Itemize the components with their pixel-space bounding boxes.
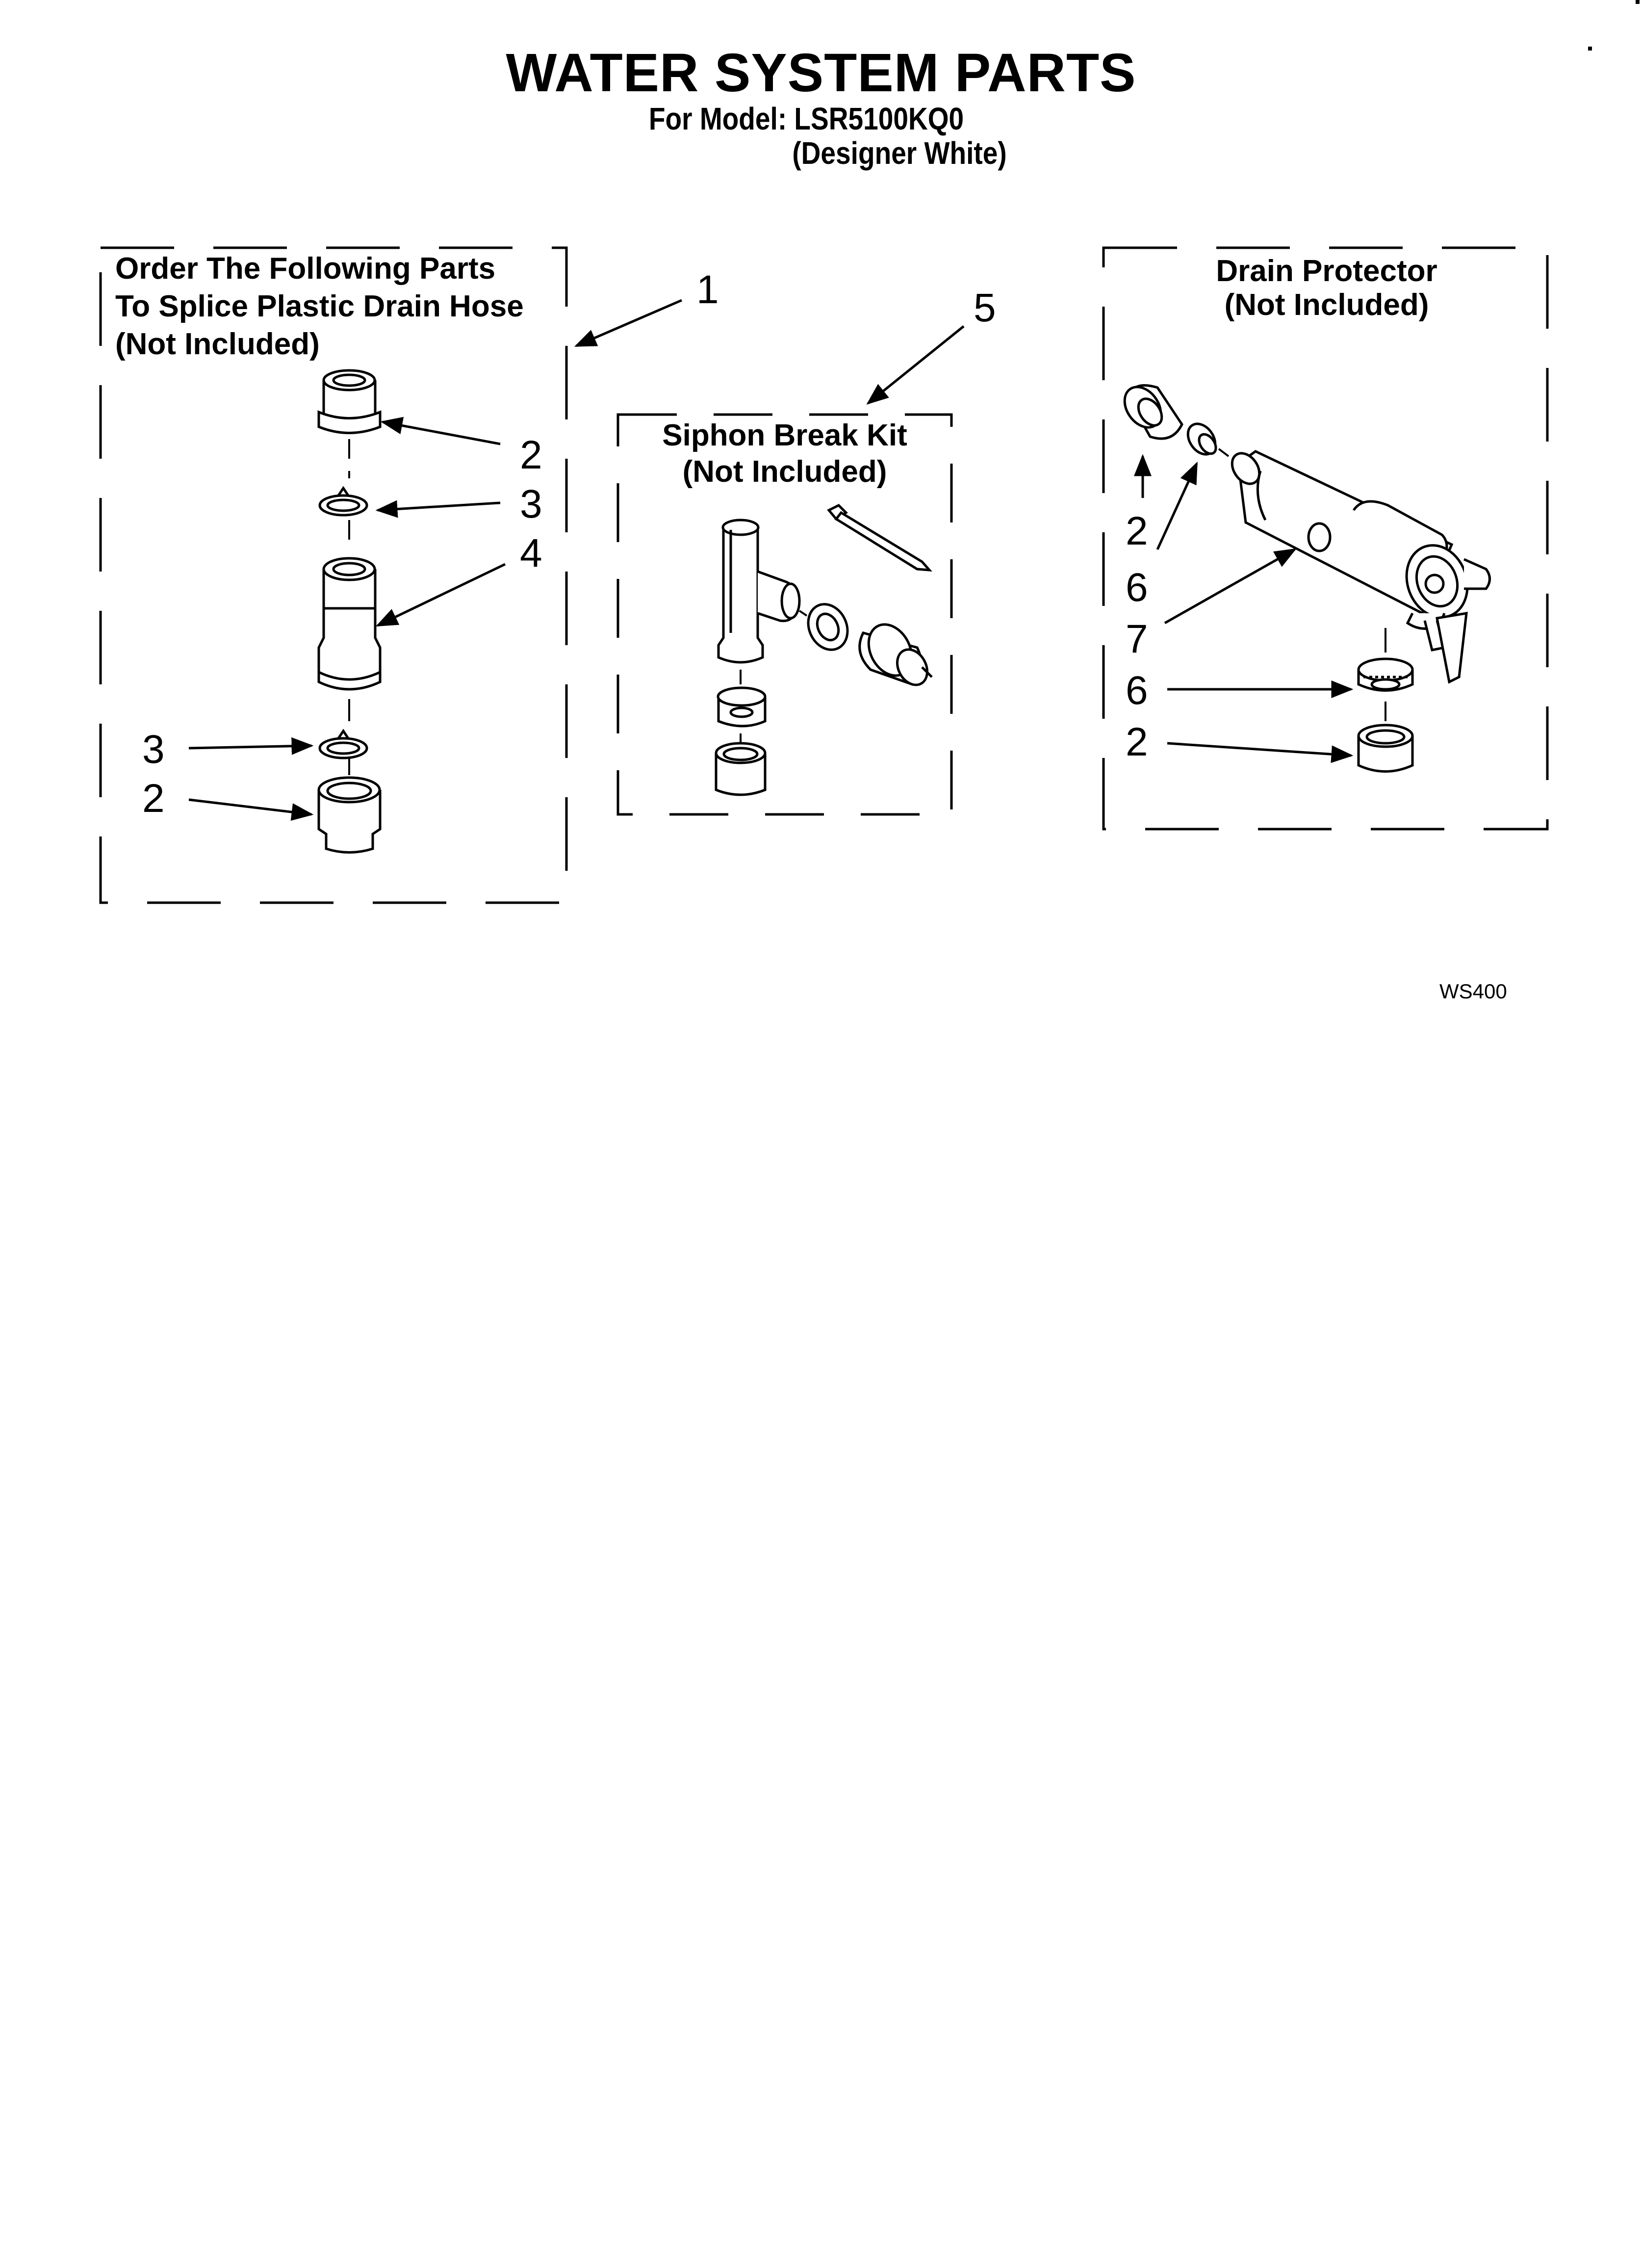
- drain-coupling-bottom: [1357, 724, 1414, 773]
- leader-2-coupling: [380, 417, 501, 445]
- drain-clamp-lower: [1357, 657, 1414, 692]
- leader-drain-6-top: [1156, 461, 1198, 550]
- leader-3-clamp: [375, 500, 501, 518]
- leader-drain-2-lower: [1167, 742, 1354, 763]
- diagram-code: WS400: [1439, 980, 1507, 1003]
- callout-drain-2-top: 2: [1126, 509, 1148, 553]
- callout-5: 5: [974, 286, 996, 330]
- siphon-axis: [740, 610, 808, 743]
- hose-coupling-top: [317, 369, 382, 434]
- siphon-coupling: [858, 623, 933, 686]
- leader-4-connector: [375, 563, 506, 627]
- barbed-connector: [317, 557, 382, 691]
- callout-2-coupling-lower: 2: [142, 776, 165, 821]
- splice-part-illustrations: [317, 369, 382, 854]
- splice-title-line-3: (Not Included): [115, 327, 320, 361]
- leader-3-clamp-lower: [188, 737, 314, 755]
- siphon-clamp: [717, 686, 767, 728]
- siphon-title-line-2: (Not Included): [683, 455, 887, 489]
- siphon-kit-group: [616, 413, 953, 816]
- drain-dashed-frame: [1102, 246, 1549, 831]
- leader-2-coupling-lower: [188, 798, 314, 821]
- corner-mark-top: [1636, 0, 1640, 4]
- drain-title-line-2: (Not Included): [1225, 288, 1429, 322]
- siphon-title-line-1: Siphon Break Kit: [662, 418, 907, 452]
- drain-part-illustrations: [1123, 384, 1491, 773]
- model-number: For Model: LSR5100KQ0: [648, 101, 964, 136]
- hose-clamp-lower: [318, 729, 368, 759]
- splice-title-line-1: Order The Following Parts: [115, 252, 495, 286]
- drain-title-line-1: Drain Protector: [1216, 254, 1437, 288]
- model-variant: (Designer White): [792, 135, 1007, 171]
- page-title: WATER SYSTEM PARTS: [506, 43, 1136, 103]
- callout-drain-6-top: 6: [1126, 565, 1148, 610]
- callout-drain-6-lower: 6: [1126, 668, 1148, 713]
- drain-flap: [1436, 611, 1468, 684]
- leader-drain-7: [1164, 548, 1297, 625]
- siphon-ring: [807, 603, 849, 651]
- drain-protector-group: [1102, 246, 1549, 831]
- corner-mark: [1588, 47, 1592, 51]
- callout-4-connector: 4: [520, 531, 542, 575]
- drain-coupling-top: [1123, 384, 1183, 440]
- siphon-cable-tie: [827, 503, 932, 572]
- splice-title-line-2: To Splice Plastic Drain Hose: [115, 289, 524, 323]
- callout-3-clamp-lower: 3: [142, 727, 165, 772]
- siphon-part-illustrations: [715, 503, 933, 796]
- leader-5: [866, 325, 965, 405]
- callout-drain-2-lower: 2: [1126, 720, 1148, 764]
- splice-parts-group: [99, 246, 568, 904]
- splice-dashed-frame: [99, 246, 568, 904]
- siphon-tee-fitting: [717, 519, 801, 664]
- callout-drain-7: 7: [1126, 617, 1148, 661]
- siphon-dashed-frame: [616, 413, 953, 816]
- hose-coupling-bottom: [317, 776, 382, 854]
- drain-clamp-top: [1186, 422, 1217, 456]
- callout-1: 1: [696, 267, 719, 312]
- siphon-bottom-coupling: [715, 742, 767, 796]
- callout-3-clamp: 3: [520, 482, 542, 526]
- callout-2-coupling: 2: [520, 433, 542, 477]
- leader-1: [574, 299, 682, 347]
- hose-clamp-upper: [318, 486, 368, 517]
- drain-axis: [1218, 448, 1386, 721]
